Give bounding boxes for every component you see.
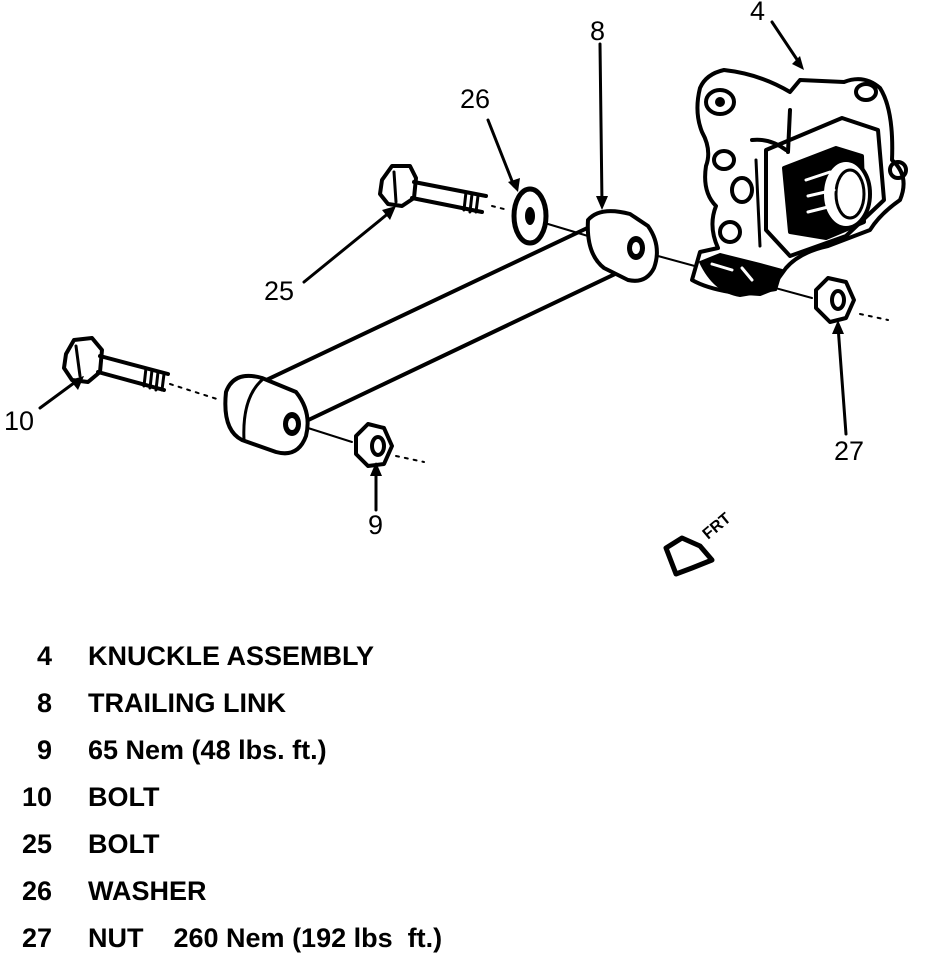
bolt-25 <box>378 164 509 214</box>
legend-number: 10 <box>21 782 52 812</box>
callout-26: 26 <box>460 84 490 114</box>
callout-8: 8 <box>590 16 605 46</box>
knuckle-assembly <box>690 68 908 297</box>
legend-text: WASHER <box>88 876 207 906</box>
legend-text: KNUCKLE ASSEMBLY <box>88 641 375 671</box>
nut-9 <box>307 422 425 468</box>
legend-text: TRAILING LINK <box>88 688 286 718</box>
callout-4: 4 <box>750 0 765 26</box>
legend-text: 65 Nem (48 lbs. ft.) <box>88 735 327 765</box>
nut-27 <box>657 255 889 324</box>
legend-number: 25 <box>21 829 52 859</box>
front-bushing <box>585 209 659 283</box>
trailing-link <box>260 220 638 426</box>
callout-25: 25 <box>264 276 294 306</box>
legend-text: BOLT <box>88 782 160 812</box>
legend-number: 8 <box>36 688 52 718</box>
rear-bushing <box>223 373 310 456</box>
bolt-10 <box>62 336 221 401</box>
legend-text: BOLT <box>88 829 160 859</box>
legend-number: 26 <box>21 876 52 906</box>
front-arrow-icon <box>663 535 715 577</box>
callout-9: 9 <box>368 510 383 540</box>
washer-26 <box>511 186 589 246</box>
leader-lines <box>38 20 848 512</box>
legend-number: 9 <box>36 735 52 765</box>
legend-number: 27 <box>21 923 52 953</box>
legend-number: 4 <box>36 641 52 671</box>
legend-text: NUT 260 Nem (192 lbs ft.) <box>88 923 443 953</box>
front-label: FRT <box>700 510 735 543</box>
callout-27: 27 <box>834 436 864 466</box>
callout-10: 10 <box>4 406 34 436</box>
